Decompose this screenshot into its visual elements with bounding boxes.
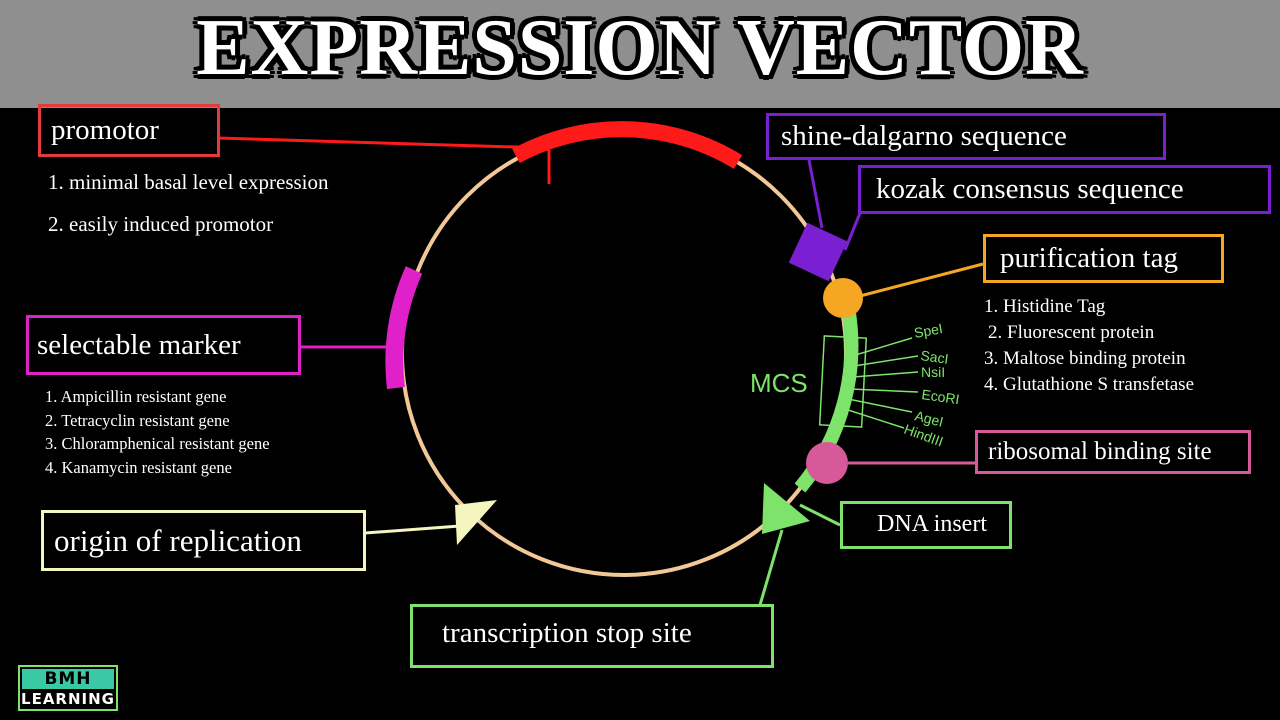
origin-label-box: origin of replication [41, 510, 366, 571]
marker-point: 2. Tetracyclin resistant gene [45, 410, 230, 430]
purification-points: 1. Histidine Tag 2. Fluorescent protein … [984, 294, 1194, 398]
selectable-marker-label-box: selectable marker [26, 315, 301, 375]
rbs-label: ribosomal binding site [988, 438, 1212, 465]
mcs-label: MCS [750, 368, 808, 398]
purification-point: 3. Maltose binding protein [984, 348, 1186, 369]
purification-point: 4. Glutathione S transfetase [984, 374, 1195, 395]
page-title: EXPRESSION VECTOR [196, 4, 1084, 92]
promotor-point: 1. minimal basal level expression [48, 170, 329, 194]
promotor-label-box: promotor [38, 104, 220, 157]
mcs-line-ecori [849, 388, 919, 393]
mcs-site-lines [844, 337, 919, 429]
mcs-line-agei [847, 398, 913, 413]
ribosomal-binding-site-circle [806, 442, 848, 484]
dna-insert-arrowhead [762, 483, 810, 534]
stop-site-label-box: transcription stop site [410, 604, 774, 668]
purification-tag-circle [823, 278, 863, 318]
selectable-marker-segment [385, 266, 423, 390]
marker-points: 1. Ampicillin resistant gene 2. Tetracyc… [45, 385, 270, 479]
purification-point: 2. Fluorescent protein [988, 322, 1155, 343]
bmh-learning-logo: BMH LEARNING [18, 665, 118, 711]
purification-point: 1. Histidine Tag [984, 296, 1106, 317]
purification-tag-label-box: purification tag [983, 234, 1224, 283]
dna-insert-label-box: DNA insert [840, 501, 1012, 549]
marker-point: 4. Kanamycin resistant gene [45, 457, 232, 477]
promotor-connector [217, 136, 549, 150]
selectable-marker-label: selectable marker [37, 329, 241, 361]
mcs-line-spei [851, 337, 913, 357]
promotor-points: 1. minimal basal level expression 2. eas… [48, 168, 329, 238]
mcs-bracket [818, 335, 868, 428]
origin-label: origin of replication [54, 523, 302, 558]
origin-of-replication-triangle [455, 500, 497, 545]
dna-insert-connector [799, 503, 841, 527]
marker-point: 3. Chloramphenical resistant gene [45, 434, 270, 453]
logo-line-1: BMH [22, 669, 114, 689]
mcs-site-ecori: EcoRI [921, 386, 961, 407]
marker-point: 1. Ampicillin resistant gene [45, 387, 227, 406]
kozak-label: kozak consensus sequence [876, 173, 1184, 205]
mcs-line-saci [853, 355, 919, 367]
dna-insert-label: DNA insert [877, 511, 987, 537]
shine-dalgarno-connector [807, 159, 824, 229]
mcs-line-hindiii [844, 408, 905, 429]
kozak-label-box: kozak consensus sequence [858, 165, 1271, 214]
kozak-connector [843, 212, 862, 251]
stop-site-label: transcription stop site [442, 617, 692, 649]
origin-connector [364, 524, 461, 535]
purification-connector [859, 262, 984, 298]
promotor-label: promotor [51, 114, 159, 146]
mcs-site-spei: SpeI [913, 320, 944, 341]
mcs-site-labels: SpeI SacI NsiI EcoRI AgeI HindIII [902, 320, 961, 449]
rbs-label-box: ribosomal binding site [975, 430, 1251, 474]
shine-dalgarno-label-box: shine-dalgarno sequence [766, 113, 1166, 160]
mcs-site-nsii: NsiI [921, 364, 945, 380]
mcs-site-saci: SacI [920, 347, 950, 367]
purification-tag-label: purification tag [1000, 242, 1178, 274]
mcs-line-nsii [852, 371, 919, 378]
stop-site-connector [758, 529, 784, 606]
shine-dalgarno-kozak-square [788, 222, 848, 282]
logo-line-2: LEARNING [21, 690, 115, 708]
title-bar [0, 0, 1280, 108]
promotor-point: 2. easily induced promotor [48, 212, 274, 236]
shine-dalgarno-label: shine-dalgarno sequence [781, 120, 1067, 152]
mcs-site-agei: AgeI [913, 407, 945, 429]
promotor-segment [512, 121, 743, 169]
